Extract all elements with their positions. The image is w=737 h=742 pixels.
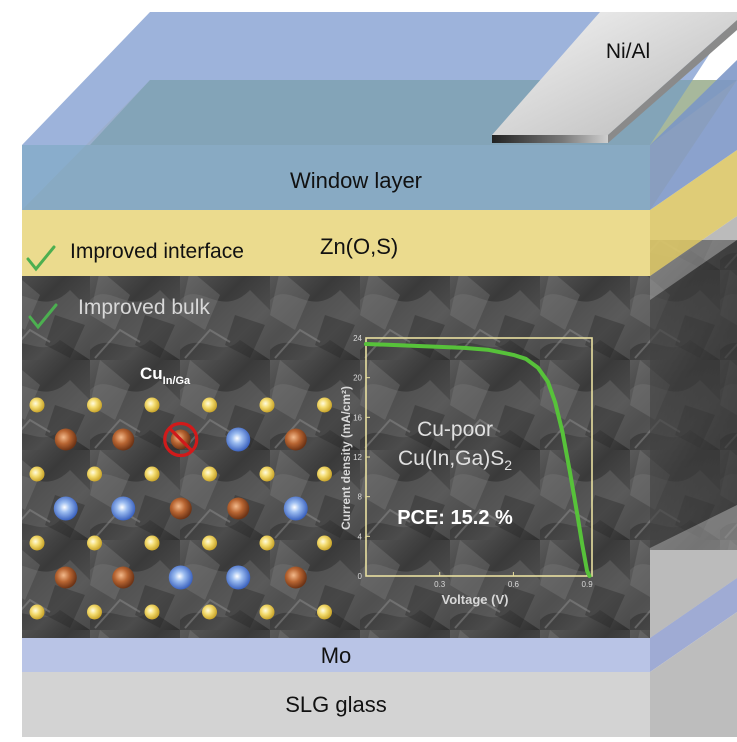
small-atom	[202, 397, 217, 413]
x-axis-label: Voltage (V)	[442, 592, 509, 607]
y-tick-label: 16	[353, 413, 362, 422]
material-line2-main: Cu(In,Ga)S	[398, 447, 504, 470]
x-tick-label: 0.9	[582, 580, 594, 589]
blue-atom	[226, 427, 251, 452]
jv-curve	[364, 342, 592, 578]
defect-label: CuIn/Ga	[140, 364, 191, 387]
check-icon	[26, 245, 56, 272]
small-atom	[259, 604, 275, 620]
x-tick-label: 0.6	[508, 580, 520, 589]
material-line1: Cu-poor	[417, 418, 493, 441]
small-atom	[87, 397, 102, 413]
check-icon	[28, 303, 58, 330]
contact-top-face	[492, 12, 737, 135]
mo-label: Mo	[321, 643, 352, 668]
x-tick-label: 0.3	[434, 580, 446, 589]
window-front-face	[22, 145, 650, 210]
brown-atom	[284, 428, 307, 451]
absorber-sem-texture-side	[650, 240, 737, 550]
small-atom	[259, 535, 275, 551]
blue-atom	[168, 565, 193, 590]
y-axis-label: Current density (mA/cm²)	[339, 386, 353, 530]
improved-interface-label: Improved interface	[70, 240, 244, 263]
defect-label-sub: In/Ga	[163, 375, 191, 387]
improvement-notes: Improved interface Improved bulk	[26, 240, 244, 330]
small-atom	[87, 535, 102, 551]
buffer-front-face	[22, 210, 650, 276]
y-tick-label: 24	[353, 334, 362, 343]
brown-atom	[169, 497, 192, 520]
improved-bulk-label: Improved bulk	[78, 296, 210, 319]
layer-stack: Mo SLG glass Zn(O,S) Window layer Ni/Al	[22, 12, 737, 737]
small-atom	[317, 535, 332, 551]
contact-front-face	[492, 135, 608, 143]
blue-atom	[283, 496, 308, 521]
small-atom	[202, 535, 217, 551]
blue-atom	[226, 565, 251, 590]
small-atom	[29, 397, 45, 413]
y-tick-label: 4	[358, 532, 363, 541]
material-line2-sub: 2	[504, 457, 512, 473]
pce-label: PCE: 15.2 %	[397, 507, 513, 529]
contact-label: Ni/Al	[606, 40, 650, 63]
jv-chart: 0 4 8 12 16 20 24 0.3 0.6 0.9 Voltage (V) Current…	[339, 334, 593, 607]
y-tick-label: 20	[353, 374, 362, 383]
small-atom	[144, 466, 160, 482]
glass-front-face	[22, 672, 650, 737]
brown-atom	[54, 566, 77, 589]
brown-atom	[112, 566, 135, 589]
blue-atom	[53, 496, 78, 521]
window-label: Window layer	[290, 168, 422, 193]
small-atom	[29, 535, 45, 551]
mo-front-face	[22, 638, 650, 672]
small-atom	[29, 604, 45, 620]
small-atom	[202, 604, 217, 620]
chart-ticks: 0 4 8 12 16 20 24 0.3 0.6 0.9	[353, 334, 593, 589]
brown-atom	[54, 428, 77, 451]
small-atom	[202, 466, 217, 482]
small-atom	[144, 397, 160, 413]
defect-label-main: Cu	[140, 364, 163, 383]
forbidden-icon	[163, 421, 199, 458]
glass-label: SLG glass	[285, 692, 387, 717]
small-atom	[317, 397, 332, 413]
small-atom	[29, 466, 45, 482]
y-tick-label: 12	[353, 453, 362, 462]
buffer-label: Zn(O,S)	[320, 234, 398, 259]
y-tick-label: 0	[358, 572, 363, 581]
brown-atom	[227, 497, 250, 520]
small-atom	[317, 466, 332, 482]
small-atom	[144, 604, 160, 620]
small-atom	[87, 604, 102, 620]
crystal-lattice	[29, 397, 332, 620]
buffer-side-face	[650, 150, 737, 276]
glass-side-face	[650, 612, 737, 737]
small-atom	[259, 397, 275, 413]
small-atom	[144, 535, 160, 551]
y-tick-label: 8	[358, 493, 363, 502]
mo-side-face	[650, 578, 737, 672]
window-side-face	[650, 60, 737, 210]
blue-atom	[111, 496, 136, 521]
absorber-side-edge	[650, 216, 737, 638]
material-line2: Cu(In,Ga)S2	[398, 447, 512, 473]
brown-atom	[284, 566, 307, 589]
small-atom	[87, 466, 102, 482]
forbidden-slash	[168, 427, 193, 452]
contact-side-face	[608, 20, 737, 143]
small-atom	[317, 604, 332, 620]
brown-atom	[112, 428, 135, 451]
small-atom	[259, 466, 275, 482]
